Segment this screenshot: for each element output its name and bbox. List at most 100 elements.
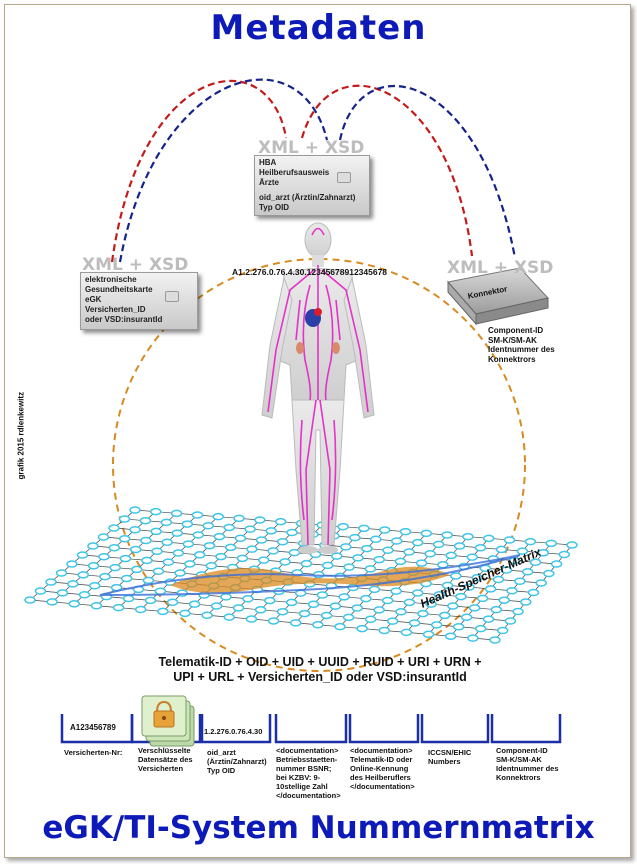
grid-node bbox=[543, 569, 555, 578]
grid-node bbox=[118, 534, 131, 543]
egk-line: oder VSD:insurantId bbox=[85, 315, 163, 324]
grid-node bbox=[439, 611, 451, 620]
grid-node bbox=[498, 596, 510, 604]
grid-node bbox=[119, 554, 132, 563]
grid-node bbox=[162, 558, 175, 566]
grid-node bbox=[403, 548, 415, 556]
bucket-label-line: Versicherten bbox=[138, 764, 184, 773]
matrix-swirl-blue bbox=[99, 554, 521, 596]
grid-node bbox=[210, 602, 223, 610]
arc-red-right bbox=[300, 84, 474, 257]
grid-node bbox=[334, 622, 346, 631]
grid-node bbox=[172, 549, 185, 557]
grid-node bbox=[476, 594, 489, 603]
grid-node bbox=[213, 532, 226, 541]
grid-node bbox=[450, 572, 462, 580]
grid-node bbox=[412, 589, 424, 597]
grid-node bbox=[129, 506, 141, 514]
oid-number: A1.2.276.0.76.4.30.12345678912345678 bbox=[232, 267, 388, 277]
grid-node bbox=[360, 594, 372, 603]
grid-node bbox=[286, 528, 298, 537]
bucket-label-line: Typ OID bbox=[207, 766, 236, 775]
chip-icon bbox=[337, 172, 351, 183]
grid-node bbox=[503, 536, 516, 544]
grid-node bbox=[87, 562, 100, 570]
grid-node bbox=[482, 615, 495, 623]
grid-node bbox=[391, 537, 403, 545]
grid-node bbox=[66, 560, 78, 568]
bucket-label-line: Online-Kennung bbox=[350, 764, 409, 773]
grid-node bbox=[87, 542, 99, 550]
grid-node bbox=[300, 559, 313, 568]
grid-node bbox=[468, 604, 481, 612]
bucket-label-line: SM-K/SM-AK bbox=[496, 755, 542, 764]
bucket-label-line: Betriebsstaetten- bbox=[276, 755, 338, 764]
grid-node bbox=[255, 536, 268, 544]
grid-node bbox=[504, 617, 517, 625]
grid-node bbox=[484, 585, 497, 593]
bucket-label-line: nummer BSNR; bbox=[276, 764, 332, 773]
grid-node bbox=[373, 606, 385, 614]
grid-node bbox=[331, 552, 343, 560]
grid-node bbox=[118, 515, 131, 523]
title-nummernmatrix: eGK/TI-System Nummernmatrix bbox=[42, 810, 595, 846]
grid-node bbox=[245, 615, 258, 623]
grid-node bbox=[264, 596, 276, 605]
grid-node bbox=[68, 600, 81, 608]
grid-node bbox=[424, 549, 436, 558]
grid-node bbox=[182, 540, 195, 548]
egk-line: Gesundheitskarte bbox=[85, 285, 153, 294]
grid-node bbox=[46, 598, 58, 606]
grid-node bbox=[254, 516, 266, 524]
grid-node bbox=[108, 544, 121, 552]
grid-node bbox=[34, 587, 47, 595]
hba-line: oid_arzt (Ärztin/Zahnarzt) bbox=[259, 193, 356, 202]
bucket-label-line: Identnummer des bbox=[496, 764, 559, 773]
grid-node bbox=[529, 558, 542, 567]
grid-node bbox=[343, 563, 355, 571]
grid-node bbox=[432, 540, 445, 549]
grid-node bbox=[289, 619, 302, 627]
grid-node bbox=[56, 589, 69, 597]
grid-node bbox=[90, 601, 103, 610]
xml-xsd-label-konnektor: XML + XSD bbox=[447, 258, 554, 278]
grid-node bbox=[122, 594, 135, 603]
grid-node bbox=[382, 546, 394, 555]
grid-node bbox=[474, 543, 487, 552]
grid-node bbox=[500, 566, 513, 574]
grid-node bbox=[512, 607, 524, 616]
grid-node bbox=[527, 588, 540, 597]
grid-node bbox=[45, 578, 57, 586]
grid-node bbox=[329, 602, 342, 610]
bucket-label-line: 10stellige Zahl bbox=[276, 782, 328, 791]
grid-node bbox=[312, 621, 324, 629]
grid-node bbox=[265, 527, 277, 535]
grid-node bbox=[524, 537, 537, 546]
grid-node bbox=[108, 524, 120, 532]
konnektor-device bbox=[447, 267, 549, 326]
grid-node bbox=[550, 560, 563, 568]
grid-node bbox=[193, 551, 206, 559]
grid-node bbox=[395, 607, 407, 616]
hba-line: Ärzte bbox=[259, 178, 280, 187]
grid-node bbox=[370, 535, 382, 544]
grid-node bbox=[368, 585, 381, 594]
grid-node bbox=[215, 552, 227, 561]
grid-node bbox=[236, 554, 249, 563]
grid-node bbox=[203, 541, 216, 550]
grid-node bbox=[142, 576, 155, 585]
grid-node bbox=[150, 527, 162, 536]
grid-node bbox=[192, 531, 205, 539]
grid-node bbox=[373, 555, 385, 564]
grid-node bbox=[298, 609, 311, 618]
grid-node bbox=[466, 553, 479, 561]
grid-node bbox=[274, 517, 287, 526]
id-formula: Telematik-ID + OID + UID + UUID + RUID +… bbox=[60, 655, 580, 685]
grid-node bbox=[490, 605, 503, 614]
grid-node bbox=[120, 574, 133, 583]
grid-node bbox=[316, 591, 329, 599]
grid-node bbox=[171, 529, 183, 537]
grid-node bbox=[201, 611, 213, 619]
konnektor-line: Component-ID bbox=[488, 326, 544, 335]
grid-node bbox=[223, 523, 235, 532]
